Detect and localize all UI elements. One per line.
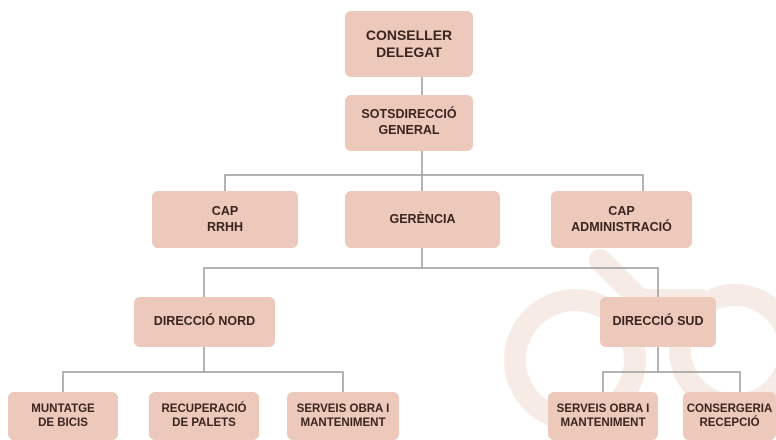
- node-label-line1: RECUPERACIÓ: [161, 402, 247, 415]
- node-muntatge-de-bicis: MUNTATGE DE BICIS: [8, 392, 118, 440]
- node-label-line2: DE BICIS: [38, 417, 88, 429]
- node-label-line1: CAP: [211, 203, 239, 218]
- node-label-line1: GERÈNCIA: [389, 211, 456, 226]
- node-label-line1: SOTSDIRECCIÓ: [361, 107, 457, 122]
- node-conseller-delegat: CONSELLER DELEGAT: [345, 11, 473, 77]
- node-direccio-sud: DIRECCIÓ SUD: [600, 297, 716, 347]
- node-label-line2: MANTENIMENT: [300, 417, 386, 429]
- node-label-line1: DIRECCIÓ SUD: [612, 314, 704, 329]
- node-label-line2: RRHH: [206, 219, 244, 234]
- node-sotsdireccio-general: SOTSDIRECCIÓ GENERAL: [345, 95, 473, 151]
- node-label-line2: RECEPCIÓ: [699, 417, 760, 429]
- node-label-line2: GENERAL: [378, 123, 440, 137]
- node-label-line2: DELEGAT: [376, 44, 442, 60]
- node-recuperacio-de-palets: RECUPERACIÓ DE PALETS: [149, 392, 259, 440]
- node-direccio-nord: DIRECCIÓ NORD: [134, 297, 275, 347]
- node-label-line1: SERVEIS OBRA I: [296, 402, 390, 415]
- node-consergeria-recepcio: CONSERGERIA RECEPCIÓ: [683, 392, 776, 440]
- node-label-line1: MUNTATGE: [31, 402, 95, 415]
- node-cap-rrhh: CAP RRHH: [152, 191, 298, 248]
- node-label-line2: DE PALETS: [172, 417, 236, 429]
- node-label-line2: ADMINISTRACIÓ: [571, 219, 672, 234]
- node-cap-administracio: CAP ADMINISTRACIÓ: [551, 191, 692, 248]
- node-label-line1: DIRECCIÓ NORD: [153, 314, 256, 329]
- node-label-line1: CAP: [608, 203, 635, 218]
- node-label-line1: CONSELLER: [365, 26, 453, 43]
- node-serveis-obra-sud: SERVEIS OBRA I MANTENIMENT: [548, 392, 658, 440]
- node-label-line1: SERVEIS OBRA I: [556, 402, 650, 415]
- node-gerencia: GERÈNCIA: [345, 191, 500, 248]
- node-label-line2: MANTENIMENT: [560, 417, 646, 429]
- node-serveis-obra-nord: SERVEIS OBRA I MANTENIMENT: [287, 392, 399, 440]
- node-label-line1: CONSERGERIA: [686, 402, 773, 415]
